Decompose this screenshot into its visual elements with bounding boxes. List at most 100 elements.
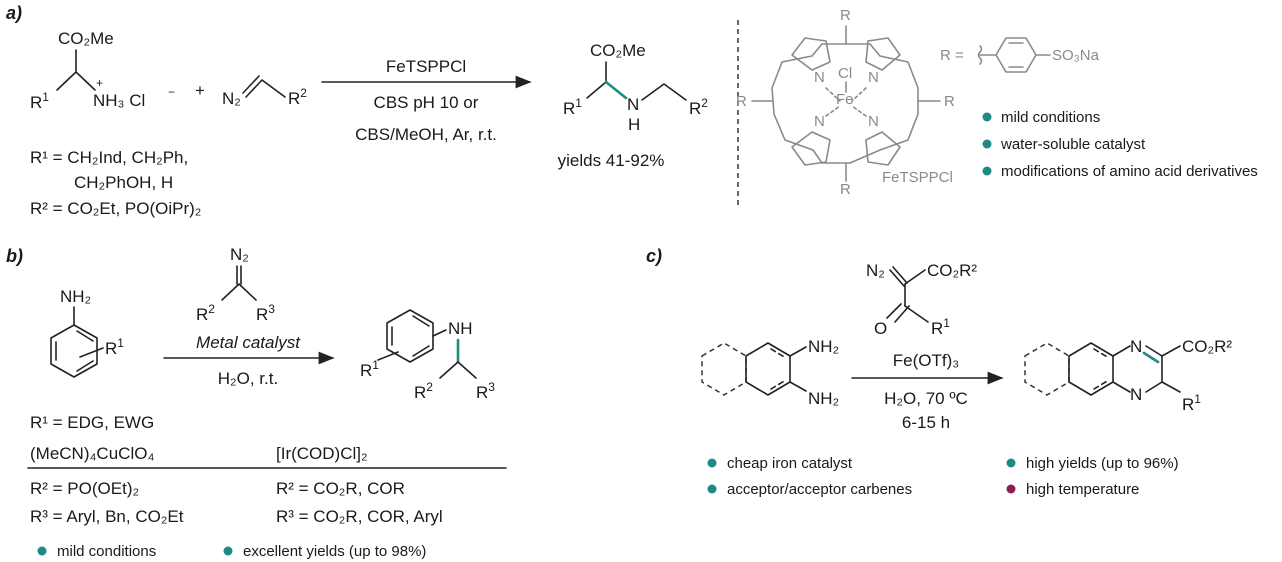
salt-label: NH₃ Cl xyxy=(93,91,145,110)
bullet-dot xyxy=(982,139,992,149)
bullet-dot xyxy=(223,546,233,556)
aniline-reactant: NH₂ R1 xyxy=(50,287,124,378)
diazo-label: N₂ xyxy=(222,89,241,108)
diazo-c-ester: CO₂R² xyxy=(927,261,977,280)
ketone-r1-label: R1 xyxy=(931,316,950,338)
r2-definition: R² = CO₂Et, PO(OiPr)₂ xyxy=(30,199,201,218)
product-r2-label: R2 xyxy=(689,96,708,118)
porphyrin-n-4: N xyxy=(868,113,879,130)
r1-label: R1 xyxy=(30,90,49,112)
porphyrin-structure: R R R R Cl Fe N N N N FeTSPPCl xyxy=(736,7,955,198)
porphyrin-name: FeTSPPCl xyxy=(882,169,953,186)
conditions-b-label: H₂O, r.t. xyxy=(218,369,278,388)
bullet-dot xyxy=(1006,458,1016,468)
diazo-dicarbonyl: N₂ CO₂R² O R1 xyxy=(866,261,977,338)
panel-b-bullets: mild conditions excellent yields (up to … xyxy=(37,543,426,560)
bullet-dot xyxy=(37,546,47,556)
product-b-r1: R1 xyxy=(360,358,379,380)
porphyrin-r-left: R xyxy=(736,93,747,110)
panel-c-label: c) xyxy=(646,246,662,266)
table-header-cu: (MeCN)₄CuClO₄ xyxy=(30,444,154,463)
panel-b-label: b) xyxy=(6,246,23,266)
table-cell-ir-r2: R² = CO₂R, COR xyxy=(276,479,405,498)
plus-sign: + xyxy=(195,81,205,100)
porphyrin-r-bottom: R xyxy=(840,181,851,198)
porphyrin-n-2: N xyxy=(868,69,879,86)
reactant-ester-label: CO₂Me xyxy=(58,29,114,48)
product-b-r2: R2 xyxy=(414,380,433,402)
bullet-a-3: modifications of amino acid derivatives xyxy=(1001,163,1258,180)
condition-line-2: CBS/MeOH, Ar, r.t. xyxy=(355,125,497,144)
diazo-b-label: N₂ xyxy=(230,245,249,264)
bullet-a-2: water-soluble catalyst xyxy=(1000,136,1146,153)
yields-label: yields 41-92% xyxy=(558,151,665,170)
bullet-dot-negative xyxy=(1006,484,1016,494)
aniline-r1-label: R1 xyxy=(105,336,124,358)
product-b-nh: NH xyxy=(448,319,473,338)
diamine-nh2-bottom: NH₂ xyxy=(808,389,839,408)
product-nh-label: N xyxy=(627,95,639,114)
porphyrin-n-3: N xyxy=(814,113,825,130)
porphyrin-n-1: N xyxy=(814,69,825,86)
product-h-label: H xyxy=(628,115,640,134)
quinoxaline-n-bottom: N xyxy=(1130,385,1142,404)
r-substituent-definition: R = SO₃Na xyxy=(940,37,1100,73)
diazo-b-r3: R3 xyxy=(256,302,275,324)
bullet-c-1: cheap iron catalyst xyxy=(727,455,853,472)
chloride-minus: − xyxy=(168,85,175,99)
catalyst-label: FeTSPPCl xyxy=(386,57,466,76)
quinoxaline-product: N N CO₂R² R1 xyxy=(1024,337,1232,414)
r1-definition-2: CH₂PhOH, H xyxy=(74,173,173,192)
porphyrin-r-right: R xyxy=(944,93,955,110)
table-cell-cu-r3: R³ = Aryl, Bn, CO₂Et xyxy=(30,507,184,526)
catalyst-b-label: Metal catalyst xyxy=(196,333,301,352)
diazo-r2-label: R2 xyxy=(288,86,307,108)
product-b-r3: R3 xyxy=(476,380,495,402)
product-r1-label: R1 xyxy=(563,96,582,118)
amino-ester-salt: CO₂Me R1 + NH₃ Cl − xyxy=(30,29,175,112)
bullet-b-1: mild conditions xyxy=(57,543,156,560)
catalyst-c-label: Fe(OTf)₃ xyxy=(893,351,959,370)
bullet-dot xyxy=(982,112,992,122)
porphyrin-r-top: R xyxy=(840,7,851,24)
quinoxaline-r1: R1 xyxy=(1182,392,1201,414)
porphyrin-fe: Fe xyxy=(836,91,854,108)
diazo-b-r2: R2 xyxy=(196,302,215,324)
table-cell-cu-r2: R² = PO(OEt)₂ xyxy=(30,479,139,498)
diamine-nh2-top: NH₂ xyxy=(808,337,839,356)
porphyrin-cl: Cl xyxy=(838,65,852,82)
quinoxaline-ester: CO₂R² xyxy=(1182,337,1232,356)
bullet-c-2: acceptor/acceptor carbenes xyxy=(727,481,912,498)
diazo-reagent-b: N₂ R2 R3 xyxy=(196,245,275,324)
r1-definition: R¹ = CH₂Ind, CH₂Ph, xyxy=(30,148,188,167)
conditions-c-line-2: 6-15 h xyxy=(902,413,950,432)
r1-def-b: R¹ = EDG, EWG xyxy=(30,413,154,432)
table-header-ir: [Ir(COD)Cl]₂ xyxy=(276,444,368,463)
alkylated-product: CO₂Me R1 N H R2 yields 41-92% xyxy=(558,41,709,170)
bullet-c-4: high temperature xyxy=(1026,481,1139,498)
panel-a-bullets: mild conditions water-soluble catalyst m… xyxy=(982,109,1258,180)
quinoxaline-n-top: N xyxy=(1130,337,1142,356)
bullet-dot xyxy=(707,458,717,468)
panel-c: c) N₂ CO₂R² O R1 NH₂ NH₂ Fe(OTf)₃ H₂O, 7… xyxy=(646,246,1232,498)
diazo-c-label: N₂ xyxy=(866,261,885,280)
product-ester-label: CO₂Me xyxy=(590,41,646,60)
panel-a: a) CO₂Me R1 + NH₃ Cl − + N₂ R2 FeTSPPCl … xyxy=(6,3,1258,218)
panel-c-bullets: cheap iron catalyst acceptor/acceptor ca… xyxy=(707,455,1179,498)
aniline-amine-label: NH₂ xyxy=(60,287,91,306)
diazo-compound: N₂ R2 xyxy=(222,75,307,108)
condition-line-1: CBS pH 10 or xyxy=(374,93,479,112)
panel-a-label: a) xyxy=(6,3,22,23)
diamine-reactant: NH₂ NH₂ xyxy=(701,337,839,408)
ammonium-plus: + xyxy=(96,76,103,90)
bullet-b-2: excellent yields (up to 98%) xyxy=(243,543,426,560)
catalyst-table: (MeCN)₄CuClO₄ [Ir(COD)Cl]₂ R² = PO(OEt)₂… xyxy=(27,444,507,526)
bullet-a-1: mild conditions xyxy=(1001,109,1100,126)
n-alkyl-aniline-product: NH R1 R2 R3 xyxy=(360,309,495,402)
bullet-dot xyxy=(982,166,992,176)
conditions-c-line-1: H₂O, 70 ºC xyxy=(884,389,968,408)
r-equals-label: R = xyxy=(940,47,964,64)
bullet-dot xyxy=(707,484,717,494)
sulfonate-label: SO₃Na xyxy=(1052,47,1100,64)
